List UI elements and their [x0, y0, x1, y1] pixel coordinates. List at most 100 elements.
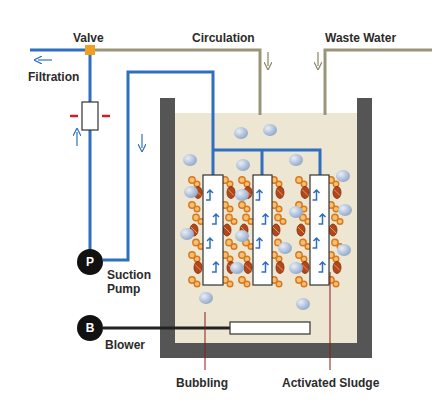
air-bubble — [235, 230, 249, 242]
sludge-floc — [231, 244, 237, 250]
air-bubble — [230, 262, 244, 274]
flow-label: Waste Water — [325, 31, 396, 45]
equipment-letter: P — [86, 256, 94, 268]
air-pipe — [103, 327, 230, 330]
sludge-floc — [194, 281, 200, 287]
sludge-floc — [194, 181, 200, 187]
sludge-floc — [244, 256, 250, 262]
air-bubble — [236, 159, 250, 171]
sludge-floc — [333, 256, 339, 262]
valve-symbol — [85, 45, 95, 55]
sludge-floc — [301, 256, 307, 262]
permeate-arrow — [206, 190, 213, 200]
floc-hatch — [277, 265, 283, 271]
permeate-arrow — [262, 214, 269, 224]
callout-label: Bubbling — [176, 376, 228, 390]
equipment-circle: P — [77, 249, 103, 275]
part-label: Suction Pump — [107, 268, 169, 296]
air-bubble — [337, 244, 351, 256]
floc-hatch — [224, 227, 230, 233]
circulation-pipe — [92, 50, 260, 115]
floc-hatch — [330, 227, 336, 233]
sludge-floc — [231, 219, 237, 225]
sludge-floc — [223, 224, 231, 236]
air-bubble — [278, 242, 292, 254]
floc-hatch — [245, 265, 251, 271]
sludge-floc — [280, 219, 286, 225]
flowmeter-symbol — [82, 102, 98, 130]
flow-label: Circulation — [192, 31, 255, 45]
floc-hatch — [277, 190, 283, 196]
permeate-arrow — [319, 214, 326, 224]
sludge-floc — [276, 181, 282, 187]
equipment-letter: B — [86, 322, 95, 334]
sludge-floc — [333, 181, 339, 187]
membrane-module — [310, 175, 329, 285]
sludge-floc — [244, 281, 250, 287]
sludge-floc — [297, 224, 305, 236]
sludge-floc — [244, 181, 250, 187]
sludge-floc — [301, 281, 307, 287]
waste-water-pipe — [325, 50, 432, 115]
sludge-floc — [194, 256, 200, 262]
air-bubble — [183, 154, 197, 166]
callout-label: Activated Sludge — [282, 376, 379, 390]
sludge-floc — [194, 206, 200, 212]
sludge-floc — [227, 281, 233, 287]
air-bubble — [289, 154, 303, 166]
air-bubble — [296, 298, 310, 310]
tank-wall — [160, 98, 372, 358]
membrane-module — [253, 175, 272, 285]
floc-hatch — [334, 265, 340, 271]
sludge-floc — [333, 206, 339, 212]
floc-hatch — [195, 265, 201, 271]
permeate-arrow — [313, 238, 320, 248]
permeate-arrow — [212, 262, 219, 272]
sludge-floc — [337, 219, 343, 225]
flow-arrow — [76, 132, 77, 146]
sludge-floc — [329, 224, 337, 236]
part-label: Blower — [105, 338, 145, 352]
air-bubble — [235, 189, 249, 201]
sludge-floc — [276, 187, 284, 199]
permeate-arrow — [256, 190, 263, 200]
floc-hatch — [302, 190, 308, 196]
air-bubble — [289, 206, 303, 218]
floc-hatch — [334, 190, 340, 196]
air-bubble — [199, 292, 213, 304]
sludge-floc — [333, 187, 341, 199]
diffuser — [230, 322, 310, 334]
permeate-arrow — [256, 238, 263, 248]
sludge-floc — [301, 181, 307, 187]
gauge-mark — [102, 115, 110, 118]
permeate-arrow — [262, 262, 269, 272]
leader-line — [205, 312, 206, 370]
sludge-floc — [276, 262, 284, 274]
sludge-floc — [272, 224, 280, 236]
air-bubble — [234, 127, 248, 139]
permeate-arrows — [206, 190, 326, 272]
sludge-floc — [194, 262, 202, 274]
sludge-floc — [276, 256, 282, 262]
air-bubble — [336, 170, 350, 182]
air-bubble — [338, 204, 352, 216]
leader-line — [330, 272, 331, 370]
floc-hatch — [273, 227, 279, 233]
equipment-circle: B — [77, 315, 103, 341]
sludge-floc — [227, 256, 233, 262]
sludge-floc — [227, 206, 233, 212]
gauge-mark — [70, 115, 78, 118]
air-bubble — [184, 186, 198, 198]
flow-arrow — [141, 134, 142, 148]
sludge-floc — [244, 206, 250, 212]
permeate-arrow — [319, 262, 326, 272]
flow-arrow — [317, 52, 318, 66]
suction-pipe — [103, 72, 213, 260]
sludge-floc — [227, 187, 235, 199]
permeate-arrow — [206, 238, 213, 248]
sludge-floc — [333, 281, 339, 287]
flow-arrow — [267, 52, 268, 66]
flow-arrow — [38, 59, 52, 60]
